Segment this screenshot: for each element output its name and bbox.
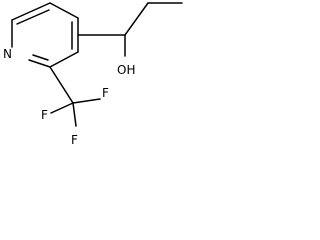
bonds [11,2,183,127]
bond-ring-to-cf3 [49,66,74,104]
hydroxyl-label: OH [117,63,135,77]
fluorine-label-left: F [41,108,48,122]
structure-canvas: N OH F F F [0,0,187,151]
bond-c-to-f-left [50,102,74,114]
ring-bond-c3-c2 [49,51,79,68]
bond-c-to-f-bottom [72,102,77,127]
bond-carbinol-to-ethyl [124,2,149,36]
nitrogen-label: N [3,47,12,61]
fluorine-label-right: F [102,86,109,100]
ring-bond-c5-c4 [49,2,79,19]
aromatic-inner-bond-top [16,9,50,25]
aromatic-inner-bond-bottom [32,54,49,61]
ring-bond-c6-c5 [11,2,51,21]
chemical-structure: N OH F F F [3,2,183,147]
bond-c-to-f-right [72,98,101,104]
fluorine-label-bottom: F [71,133,78,147]
ring-bond-c2-n [28,59,51,68]
